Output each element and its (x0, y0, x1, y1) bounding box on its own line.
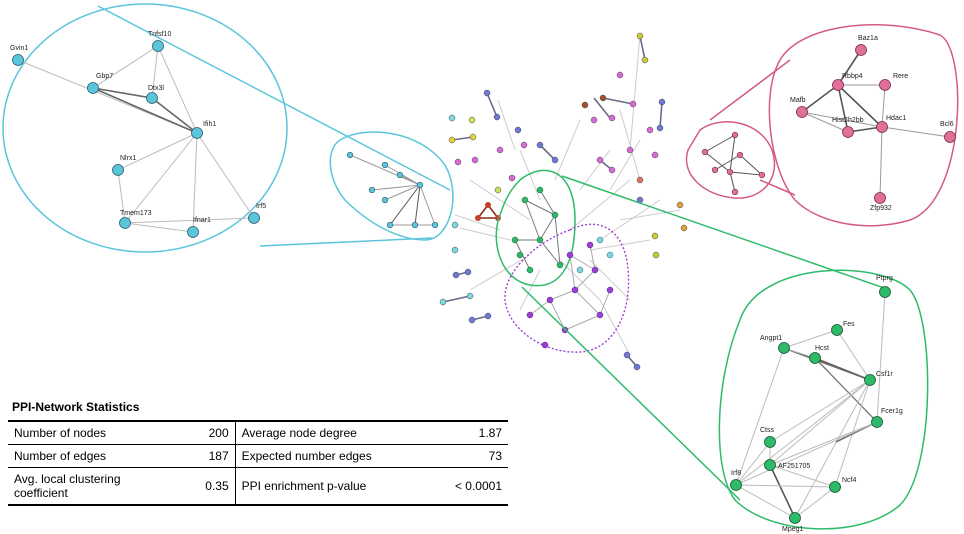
stat-value: 1.87 (478, 426, 502, 440)
cyan-small-cluster-nodes (346, 151, 439, 229)
cyan-small-cluster (349, 154, 436, 226)
cyan-zoom-outline (2, 3, 288, 253)
pink-small-cluster (704, 134, 763, 193)
purple-cluster-edges (529, 244, 611, 331)
node-label: Dtx3l (148, 85, 164, 92)
red-triangle-cluster (475, 202, 501, 221)
node-label: Csf1r (876, 371, 893, 378)
node-label: Mpeg1 (782, 526, 804, 533)
node-label: Hist2h2bb (832, 117, 864, 124)
stat-label: Average node degree (241, 426, 357, 440)
node-label: Rbbp4 (842, 73, 863, 80)
cyan-zoom-connector (97, 5, 451, 247)
pink-zoom-labels: Baz1a Rbbp4 Mafb Rere Hist2h2bb Hdac1 Bc… (790, 35, 954, 212)
central-network (439, 32, 688, 371)
green-small-cluster-nodes (511, 186, 564, 274)
table-row: Avg. local clustering coefficient 0.35 P… (8, 467, 508, 505)
cyan-zoom-nodes (12, 40, 260, 238)
green-small-cluster-edges (514, 189, 561, 271)
node-label: Gbp7 (96, 73, 113, 80)
cyan-cluster-zoom: Gvin1 Tnfsf10 Gbp7 Dtx3l Ifih1 Nlrx1 Tme… (2, 3, 454, 253)
node-label: Hcst (815, 345, 829, 352)
cyan-scatter-nodes (576, 236, 614, 274)
node-label: Ctss (760, 427, 775, 434)
node-label: Fcer1g (881, 408, 903, 415)
cyan-zoom-labels: Gvin1 Tnfsf10 Gbp7 Dtx3l Ifih1 Nlrx1 Tme… (10, 31, 266, 224)
node-label: Baz1a (858, 35, 878, 42)
green-cluster-zoom: Ptprg Fes Angpt1 Hcst Csf1r Fcer1g Ctss … (521, 175, 929, 533)
node-label: Bcl6 (940, 121, 954, 128)
green-zoom-outline (718, 269, 929, 530)
cyan-zoom-edges (17, 45, 255, 233)
node-label: AF251705 (778, 463, 810, 470)
node-label: Mafb (790, 97, 806, 104)
node-label: Irf5 (256, 203, 266, 210)
node-label: Ptprg (876, 275, 893, 282)
stat-label: PPI enrichment p-value (235, 467, 429, 505)
pink-zoom-edges (801, 49, 951, 199)
stat-label: Number of edges (8, 444, 187, 468)
central-nodes-misc (439, 32, 688, 371)
table-row: Number of edges 187 Expected number edge… (8, 444, 508, 468)
stats-title: PPI-Network Statistics (12, 400, 140, 414)
pink-small-cluster-outline (685, 121, 776, 199)
table-row: Number of nodes 200 Average node degree … (8, 421, 508, 445)
stat-value: 0.35 (186, 467, 236, 505)
node-label: Zfp932 (870, 205, 892, 212)
stat-value: 73 (428, 444, 508, 468)
green-zoom-connector (521, 175, 891, 501)
node-label: Fes (843, 321, 855, 328)
stat-label: Number of nodes (14, 426, 107, 440)
purple-cluster-nodes (526, 241, 614, 349)
green-small-cluster-outline (495, 169, 576, 287)
green-zoom-nodes (730, 286, 891, 524)
stats-table: Number of nodes 200 Average node degree … (8, 420, 508, 506)
cyan-small-cluster-outline (329, 131, 454, 241)
stat-label: Expected number edges (235, 444, 429, 468)
node-label: Ifnar1 (193, 217, 211, 224)
purple-cluster-outline (504, 223, 630, 353)
node-label: Ifih1 (203, 121, 216, 128)
pink-small-cluster-nodes (701, 131, 766, 196)
stat-label-text: Avg. local clustering coefficient (14, 472, 121, 500)
pink-zoom-connector (709, 59, 796, 196)
stat-value: 187 (186, 444, 236, 468)
node-label: Angpt1 (760, 335, 782, 342)
pink-cluster-zoom: Baz1a Rbbp4 Mafb Rere Hist2h2bb Hdac1 Bc… (685, 24, 959, 227)
node-label: Nlrx1 (120, 155, 136, 162)
pink-zoom-outline (768, 24, 959, 227)
node-label: Tmem173 (120, 210, 152, 217)
green-zoom-labels: Ptprg Fes Angpt1 Hcst Csf1r Fcer1g Ctss … (731, 275, 903, 533)
stat-label: Avg. local clustering coefficient (8, 467, 187, 505)
node-label: Tnfsf10 (148, 31, 171, 38)
node-label: Irf8 (731, 470, 741, 477)
pink-zoom-nodes (796, 44, 956, 204)
node-label: Hdac1 (886, 115, 906, 122)
central-edges (454, 34, 681, 356)
node-label: Gvin1 (10, 45, 28, 52)
node-label: Ncf4 (842, 477, 857, 484)
stat-value: 200 (186, 421, 236, 445)
green-zoom-edges (735, 291, 886, 519)
stat-value: < 0.0001 (428, 467, 508, 505)
node-label: Rere (893, 73, 908, 80)
